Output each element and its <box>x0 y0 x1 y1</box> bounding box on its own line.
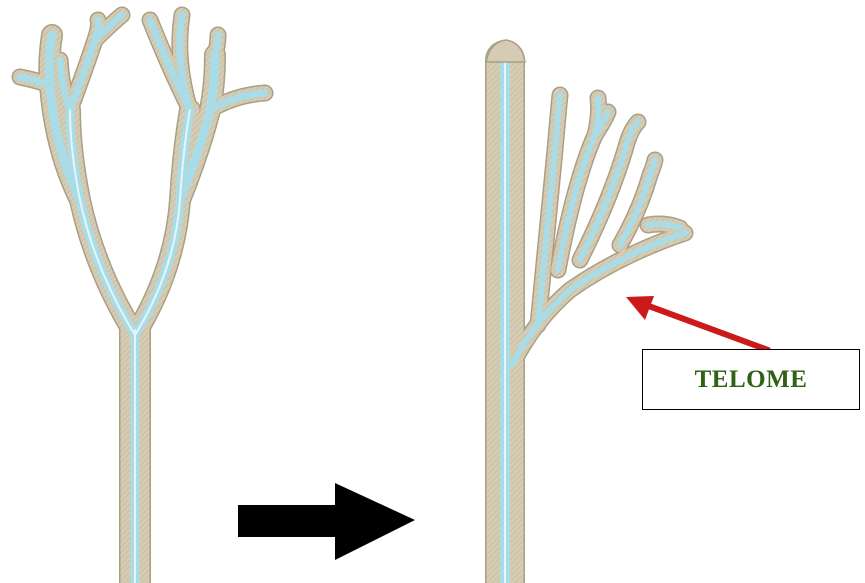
red-pointer-arrow-icon <box>626 296 768 350</box>
telome-label: TELOME <box>695 366 808 394</box>
telome-label-box: TELOME <box>642 349 860 410</box>
transition-arrow-icon <box>238 483 415 560</box>
dichotomous-axis <box>20 15 265 583</box>
